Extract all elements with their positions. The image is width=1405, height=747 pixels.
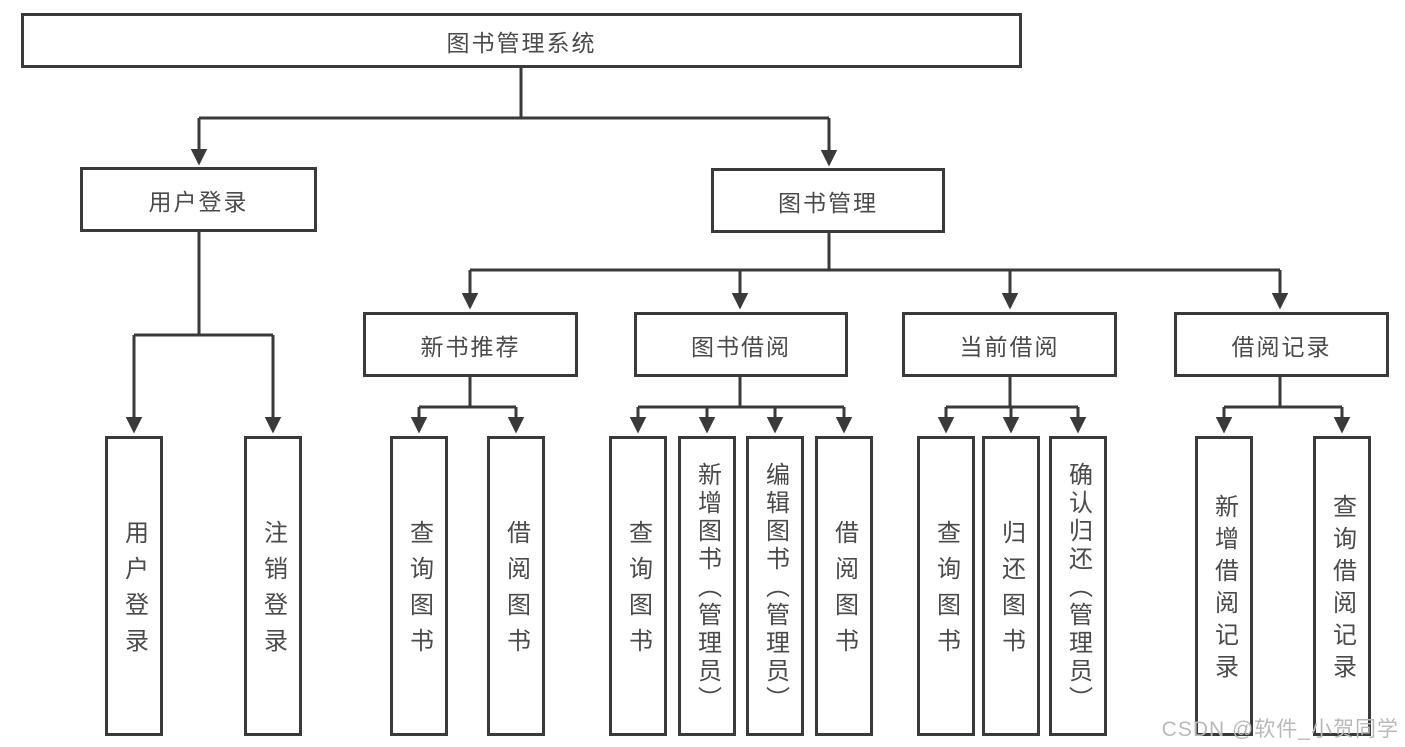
leaf-label: 查询图书 [624,520,652,664]
leaf-label: 新增借阅记录 [1210,494,1238,686]
leaf-label: 归还图书 [997,520,1025,664]
leaf-label: 新增图书（管理员） [693,462,721,714]
leaf-label: 用户登录 [120,520,148,664]
node-book-borrowing: 图书借阅 [634,312,848,377]
leaf-label: 借阅图书 [830,520,858,664]
leaf-borrow-books-borrowing: 借阅图书 [815,436,873,736]
leaf-add-borrow-record: 新增借阅记录 [1195,436,1253,736]
leaf-label: 查询借阅记录 [1328,494,1356,686]
node-user-login: 用户登录 [80,167,317,232]
node-label: 图书管理 [778,189,878,216]
node-label: 借阅记录 [1231,333,1332,360]
leaf-return-book: 归还图书 [982,436,1040,736]
node-label: 图书管理系统 [446,29,597,56]
csdn-watermark: CSDN @软件_小贺同学 [1161,718,1399,741]
node-label: 用户登录 [148,188,249,215]
node-label: 图书借阅 [691,333,791,360]
leaf-logout: 注销登录 [244,436,302,736]
leaf-user-login: 用户登录 [105,436,163,736]
leaf-confirm-return-admin: 确认归还（管理员） [1049,436,1107,736]
node-current-borrowing: 当前借阅 [902,312,1117,377]
node-borrowing-records: 借阅记录 [1174,312,1389,377]
node-book-management: 图书管理 [711,168,945,233]
node-label: 新书推荐 [420,333,521,360]
leaf-label: 借阅图书 [502,520,530,664]
leaf-label: 查询图书 [932,520,960,664]
leaf-add-book-admin: 新增图书（管理员） [678,436,736,736]
leaf-query-borrow-record: 查询借阅记录 [1313,436,1371,736]
leaf-label: 注销登录 [259,520,287,664]
node-label: 当前借阅 [959,333,1060,360]
leaf-query-books-current: 查询图书 [917,436,975,736]
leaf-query-books-borrowing: 查询图书 [609,436,667,736]
leaf-edit-book-admin: 编辑图书（管理员） [746,436,804,736]
node-library-management-system: 图书管理系统 [21,13,1022,68]
leaf-label: 查询图书 [405,520,433,664]
leaf-label: 编辑图书（管理员） [761,462,789,714]
leaf-label: 确认归还（管理员） [1064,462,1092,714]
leaf-borrow-books-recommend: 借阅图书 [487,436,545,736]
node-new-book-recommendation: 新书推荐 [363,312,578,377]
leaf-query-books-recommend: 查询图书 [390,436,448,736]
